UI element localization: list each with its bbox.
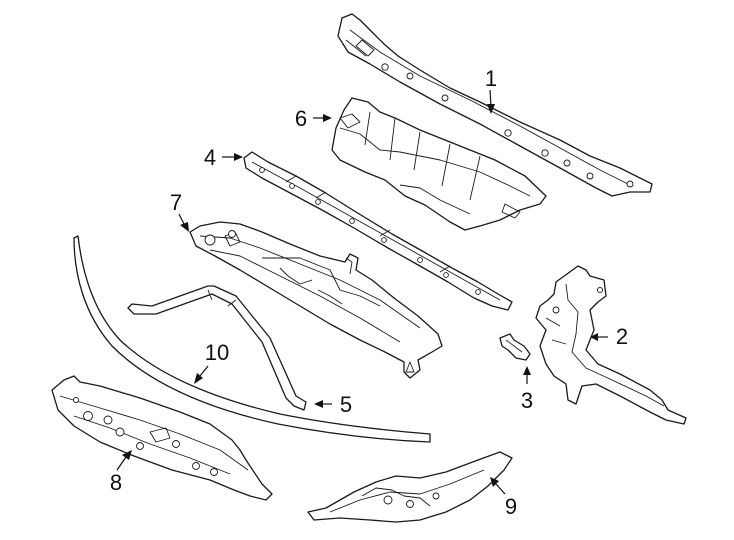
- callout-9: 9: [505, 494, 517, 519]
- callout-labels: 1 2 3 4 5 6 7 8 9 10: [110, 66, 628, 519]
- part-7-air-deflector: [189, 221, 443, 379]
- callout-6: 6: [295, 106, 307, 131]
- part-5-support-rod: [127, 285, 307, 411]
- leader-lines: [116, 89, 608, 495]
- callout-1: 1: [485, 66, 497, 91]
- callout-5: 5: [340, 392, 352, 417]
- callout-2: 2: [616, 324, 628, 349]
- part-6-upper-shield: [331, 97, 547, 231]
- part-3-bracket: [499, 333, 531, 361]
- part-2-side-support: [535, 265, 687, 425]
- part-8-lower-deflector: [51, 375, 273, 501]
- callout-7: 7: [170, 190, 182, 215]
- part-4-lower-tie-bar: [243, 151, 513, 311]
- part-9-splash-shield: [307, 451, 513, 523]
- part-1-upper-tie-bar: [337, 13, 653, 197]
- callout-4: 4: [204, 145, 216, 170]
- part-10-seal-strip: [73, 235, 431, 443]
- callout-10: 10: [205, 340, 229, 365]
- callout-8: 8: [110, 470, 122, 495]
- callout-3: 3: [521, 388, 533, 413]
